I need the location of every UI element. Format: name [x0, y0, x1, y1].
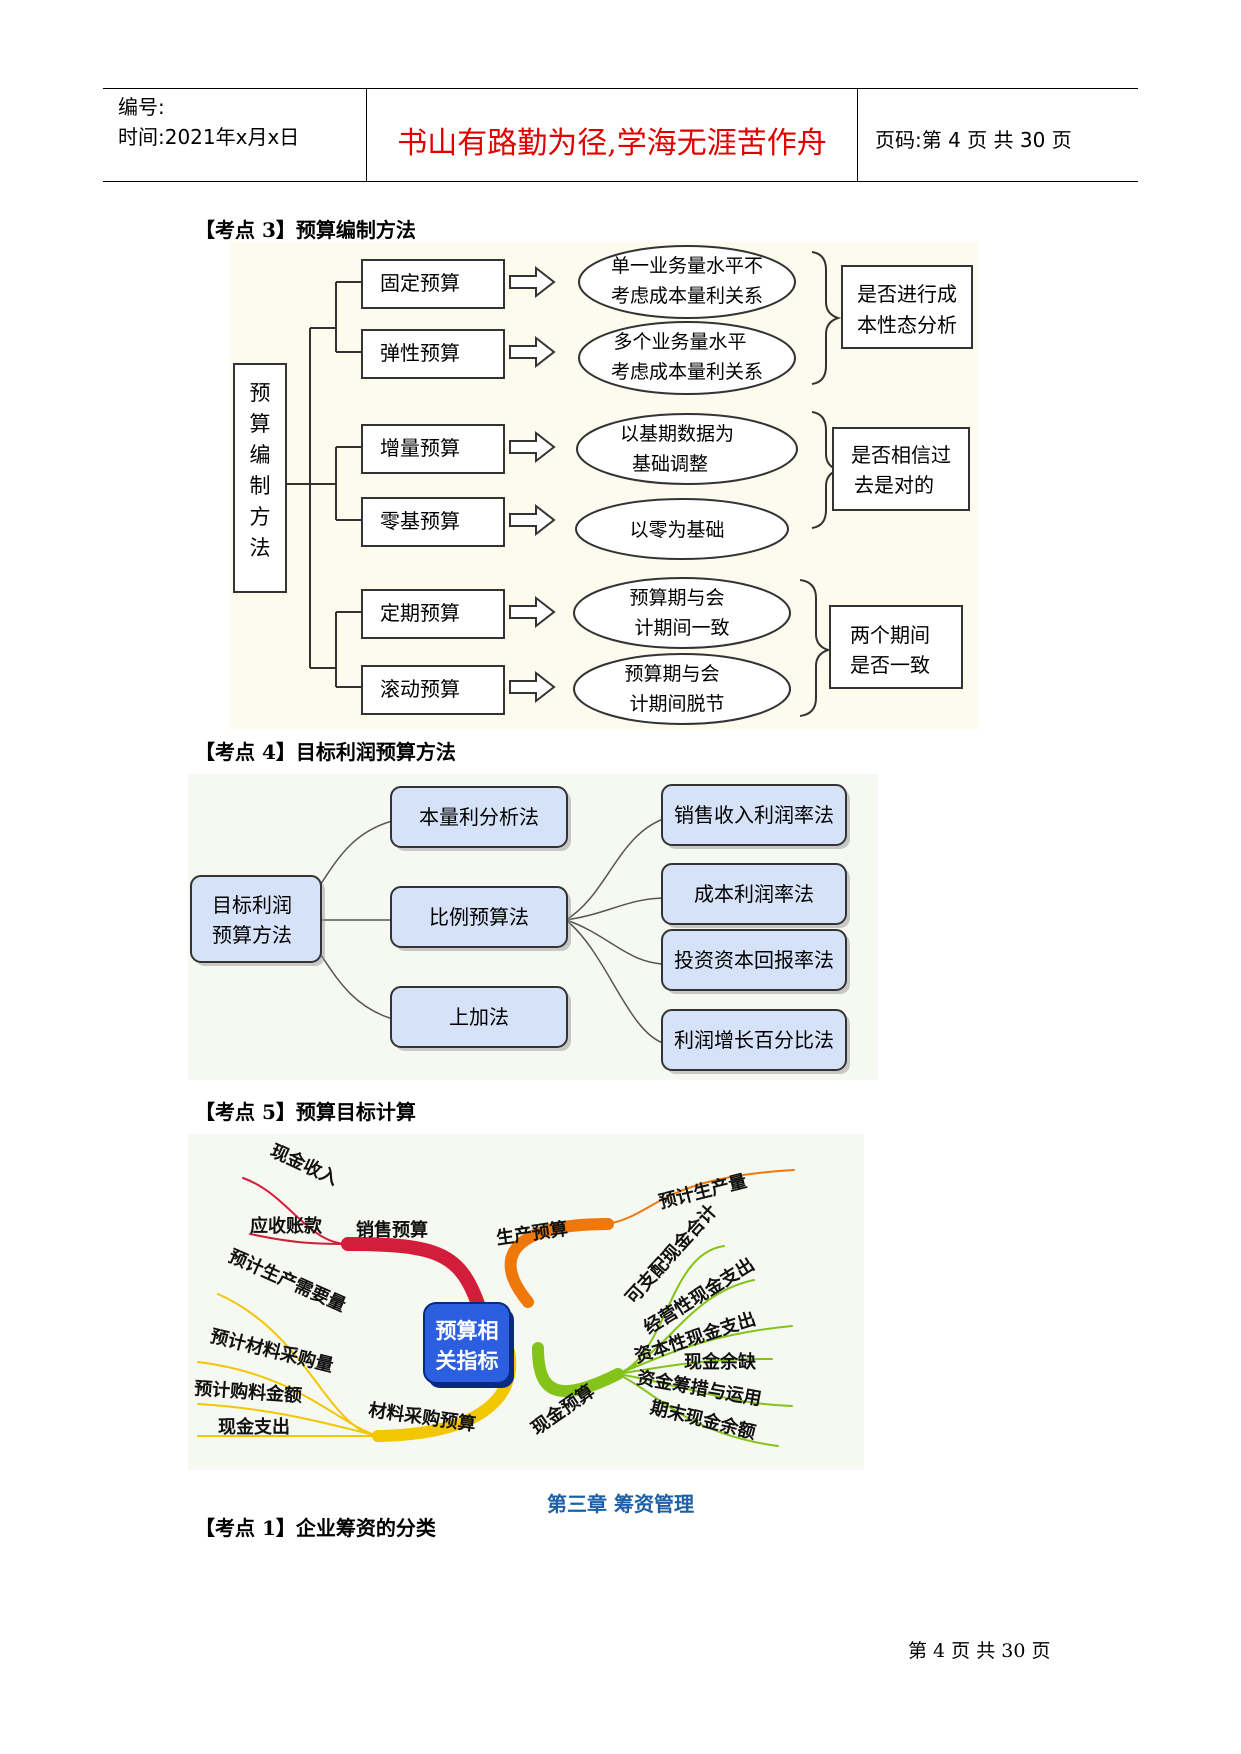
- sub-method-text: 销售收入利润率法: [674, 803, 834, 827]
- method-label: 增量预算: [380, 436, 460, 460]
- method-text: 上加法: [449, 1005, 509, 1029]
- desc-text: 预算期与会: [624, 663, 719, 685]
- root-char: 预: [250, 381, 271, 405]
- root-label: 预 算 编 制 方 法: [250, 381, 271, 560]
- arrow-icon: [509, 430, 556, 464]
- method-box-rolling: [361, 665, 505, 715]
- budget-indicator-mindmap: 预算相 关指标 销售预算 生产预算 材料采购预算 现金预算 现金收入 应收账款 …: [188, 1134, 864, 1470]
- sub-method-node: [661, 863, 847, 925]
- root-node: [190, 875, 322, 963]
- desc-text: 考虑成本量利关系: [611, 361, 763, 383]
- sub-method-text: 成本利润率法: [694, 882, 814, 906]
- arrow-icon: [509, 503, 556, 537]
- criteria-text: 是否一致: [850, 653, 930, 677]
- section5-title: 【考点 5】预算目标计算: [195, 1100, 416, 1124]
- chapter-title: 第三章 筹资管理: [547, 1492, 694, 1516]
- header-left: 编号: 时间:2021年x月x日: [118, 92, 299, 152]
- method-node-cvp: [390, 786, 568, 848]
- header-divider-right: [857, 88, 858, 181]
- criteria-text: 是否相信过: [851, 443, 951, 467]
- arrows: [509, 265, 556, 704]
- sub-method-node: [661, 784, 847, 846]
- sub-method-node: [661, 1009, 847, 1071]
- method-label: 零基预算: [380, 509, 460, 533]
- root-text: 目标利润: [212, 893, 292, 917]
- method-box-flexible: [361, 329, 505, 379]
- root-char: 编: [250, 443, 271, 467]
- method-label: 弹性预算: [380, 341, 460, 365]
- method-label: 固定预算: [380, 271, 460, 295]
- criteria-text: 是否进行成: [857, 282, 957, 306]
- leaf-text: 应收账款: [250, 1215, 323, 1237]
- arrow-icon: [509, 265, 556, 299]
- criteria-box: [841, 265, 973, 349]
- desc-ellipse: [578, 321, 796, 395]
- tree-lines: [286, 281, 362, 688]
- desc-ellipse: [575, 498, 789, 560]
- center-text: 关指标: [436, 1349, 499, 1373]
- method-node-ratio: [390, 886, 568, 948]
- method-box-periodic: [361, 589, 505, 639]
- criteria-box: [829, 605, 963, 689]
- arrow-icon: [509, 595, 556, 629]
- leaf-text: 现金余缺: [684, 1351, 757, 1373]
- method-box-incremental: [361, 424, 505, 474]
- target-profit-diagram: 目标利润 预算方法 本量利分析法 比例预算法 上加法 销售收入利润率法 成本利润…: [188, 774, 878, 1080]
- page-footer: 第 4 页 共 30 页: [908, 1640, 1051, 1662]
- root-char: 方: [250, 505, 271, 529]
- brace-icon: [799, 579, 832, 717]
- header-page-label: 页码:第 4 页 共 30 页: [875, 128, 1072, 152]
- method-label: 定期预算: [380, 601, 460, 625]
- center-text: 预算相: [436, 1319, 499, 1343]
- criteria-text: 两个期间: [850, 623, 930, 647]
- root-box: [233, 363, 287, 593]
- root-char: 算: [250, 412, 271, 436]
- desc-text: 以零为基础: [629, 519, 724, 541]
- sub-method-text: 投资资本回报率法: [674, 948, 834, 972]
- header-motto: 书山有路勤为径,学海无涯苦作舟: [397, 126, 827, 161]
- method-node-add-on: [390, 986, 568, 1048]
- desc-ellipse: [573, 577, 791, 649]
- method-box-fixed: [361, 259, 505, 309]
- desc-text: 计期间一致: [634, 617, 729, 639]
- desc-ellipse: [576, 413, 798, 485]
- sub-method-node: [661, 929, 847, 991]
- number-label: 编号:: [118, 95, 165, 119]
- arrow-icon: [509, 670, 556, 704]
- desc-text: 以基期数据为: [620, 423, 734, 445]
- branch-label-sales: 销售预算: [356, 1219, 428, 1241]
- method-box-zero-based: [361, 497, 505, 547]
- method-text: 比例预算法: [429, 905, 529, 929]
- desc-text: 计期间脱节: [629, 693, 724, 715]
- desc-text: 多个业务量水平: [613, 331, 746, 353]
- desc-text: 单一业务量水平不: [611, 255, 763, 277]
- desc-text: 预算期与会: [629, 587, 724, 609]
- header-top-rule: [103, 88, 1138, 89]
- section4-title: 【考点 4】目标利润预算方法: [195, 740, 456, 764]
- method-label: 滚动预算: [380, 677, 460, 701]
- method-text: 本量利分析法: [419, 805, 539, 829]
- desc-ellipse: [578, 245, 796, 319]
- criteria-text: 去是对的: [854, 473, 934, 497]
- root-char: 法: [250, 536, 271, 560]
- desc-text: 考虑成本量利关系: [611, 285, 763, 307]
- header-bottom-rule: [103, 181, 1138, 182]
- section1-title: 【考点 1】企业筹资的分类: [195, 1516, 436, 1540]
- leaf-text: 现金支出: [218, 1416, 290, 1438]
- root-text: 预算方法: [212, 923, 292, 947]
- arrow-icon: [509, 335, 556, 369]
- brace-icon: [811, 251, 842, 385]
- sub-method-text: 利润增长百分比法: [674, 1028, 834, 1052]
- center-node: [423, 1302, 511, 1384]
- root-char: 制: [250, 474, 271, 498]
- desc-ellipse: [573, 653, 791, 725]
- time-label: 时间:2021年x月x日: [118, 125, 300, 149]
- section3-title: 【考点 3】预算编制方法: [195, 218, 416, 242]
- criteria-box: [832, 427, 970, 511]
- criteria-text: 本性态分析: [857, 313, 957, 337]
- desc-text: 基础调整: [632, 453, 708, 475]
- header-divider-left: [366, 88, 367, 181]
- budget-method-diagram: 预 算 编 制 方 法 固定预算 弹性预算 增量预算 零基预算 定期预算 滚: [230, 242, 978, 730]
